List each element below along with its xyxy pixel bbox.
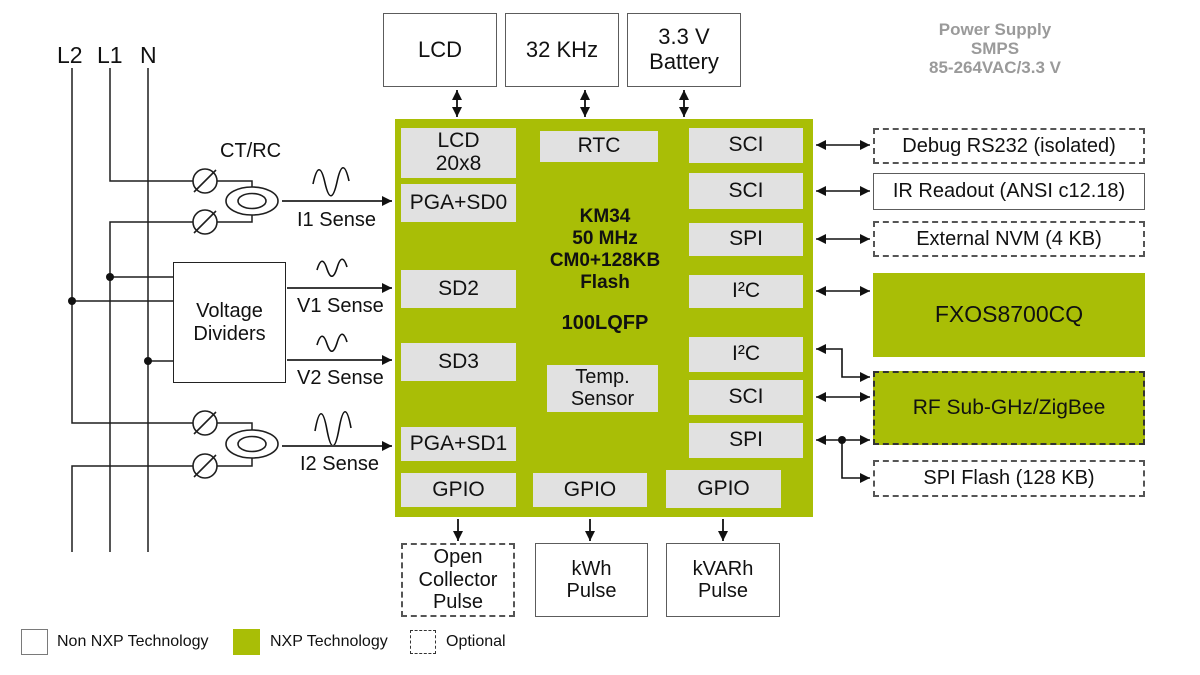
- pulse-kvarh: kVARh Pulse: [666, 543, 780, 617]
- port-spi-1: SPI: [689, 223, 803, 256]
- mains-label-l2: L2: [57, 42, 83, 68]
- bottom-connection-arrows: [453, 519, 728, 541]
- port-pga-sd0: PGA+SD0: [401, 184, 516, 222]
- right-connection-arrows: [816, 140, 870, 483]
- power-supply-note: Power Supply SMPS 85-264VAC/3.3 V: [929, 20, 1061, 78]
- legend-swatch-nxp: [233, 629, 260, 655]
- legend-label-nxp: NXP Technology: [270, 633, 388, 650]
- peripheral-spi-flash: SPI Flash (128 KB): [873, 460, 1145, 497]
- port-i2c-2: I²C: [689, 337, 803, 372]
- port-lcd-controller: LCD 20x8: [401, 128, 516, 178]
- legend-swatch-optional: [410, 630, 436, 654]
- i1-sense-label: I1 Sense: [297, 209, 376, 231]
- ct-terminal-icons: [192, 168, 218, 479]
- port-pga-sd1: PGA+SD1: [401, 427, 516, 461]
- pulse-kwh: kWh Pulse: [535, 543, 648, 617]
- peripheral-fxos8700cq: FXOS8700CQ: [873, 273, 1145, 357]
- legend-label-non-nxp: Non NXP Technology: [57, 633, 209, 650]
- port-gpio-mid: GPIO: [533, 473, 647, 507]
- battery-box: 3.3 V Battery: [627, 13, 741, 87]
- soc-package-label: 100LQFP: [561, 312, 649, 334]
- lcd-box: LCD: [383, 13, 497, 87]
- sense-arrows: [282, 196, 392, 451]
- port-gpio-left: GPIO: [401, 473, 516, 507]
- osc-32khz-box: 32 KHz: [505, 13, 619, 87]
- port-sci-1: SCI: [689, 128, 803, 163]
- legend-label-optional: Optional: [446, 633, 506, 650]
- port-rtc: RTC: [540, 131, 658, 162]
- pulse-open-collector: Open Collector Pulse: [401, 543, 515, 617]
- voltage-dividers-box: Voltage Dividers: [173, 262, 286, 383]
- peripheral-ir-readout: IR Readout (ANSI c12.18): [873, 173, 1145, 210]
- port-sci-3: SCI: [689, 380, 803, 415]
- peripheral-debug-rs232: Debug RS232 (isolated): [873, 128, 1145, 164]
- port-sci-2: SCI: [689, 173, 803, 209]
- port-sd2: SD2: [401, 270, 516, 308]
- port-temp-sensor: Temp. Sensor: [547, 365, 658, 412]
- ct-coil-icons: [225, 186, 279, 459]
- peripheral-external-nvm: External NVM (4 KB): [873, 221, 1145, 257]
- legend-swatch-non-nxp: [21, 629, 48, 655]
- top-connection-arrows: [452, 90, 689, 117]
- ct-rc-label: CT/RC: [220, 140, 282, 162]
- i2-sense-label: I2 Sense: [300, 453, 379, 475]
- v1-sense-label: V1 Sense: [297, 295, 384, 317]
- v2-sense-label: V2 Sense: [297, 367, 384, 389]
- port-gpio-right: GPIO: [666, 470, 781, 508]
- port-spi-2: SPI: [689, 423, 803, 458]
- soc-core-label: KM34 50 MHz CM0+128KB Flash: [549, 206, 661, 294]
- port-i2c-1: I²C: [689, 275, 803, 308]
- peripheral-rf-subghz-zigbee: RF Sub-GHz/ZigBee: [873, 371, 1145, 445]
- mains-label-l1: L1: [97, 42, 123, 68]
- port-sd3: SD3: [401, 343, 516, 381]
- mains-label-n: N: [140, 42, 157, 68]
